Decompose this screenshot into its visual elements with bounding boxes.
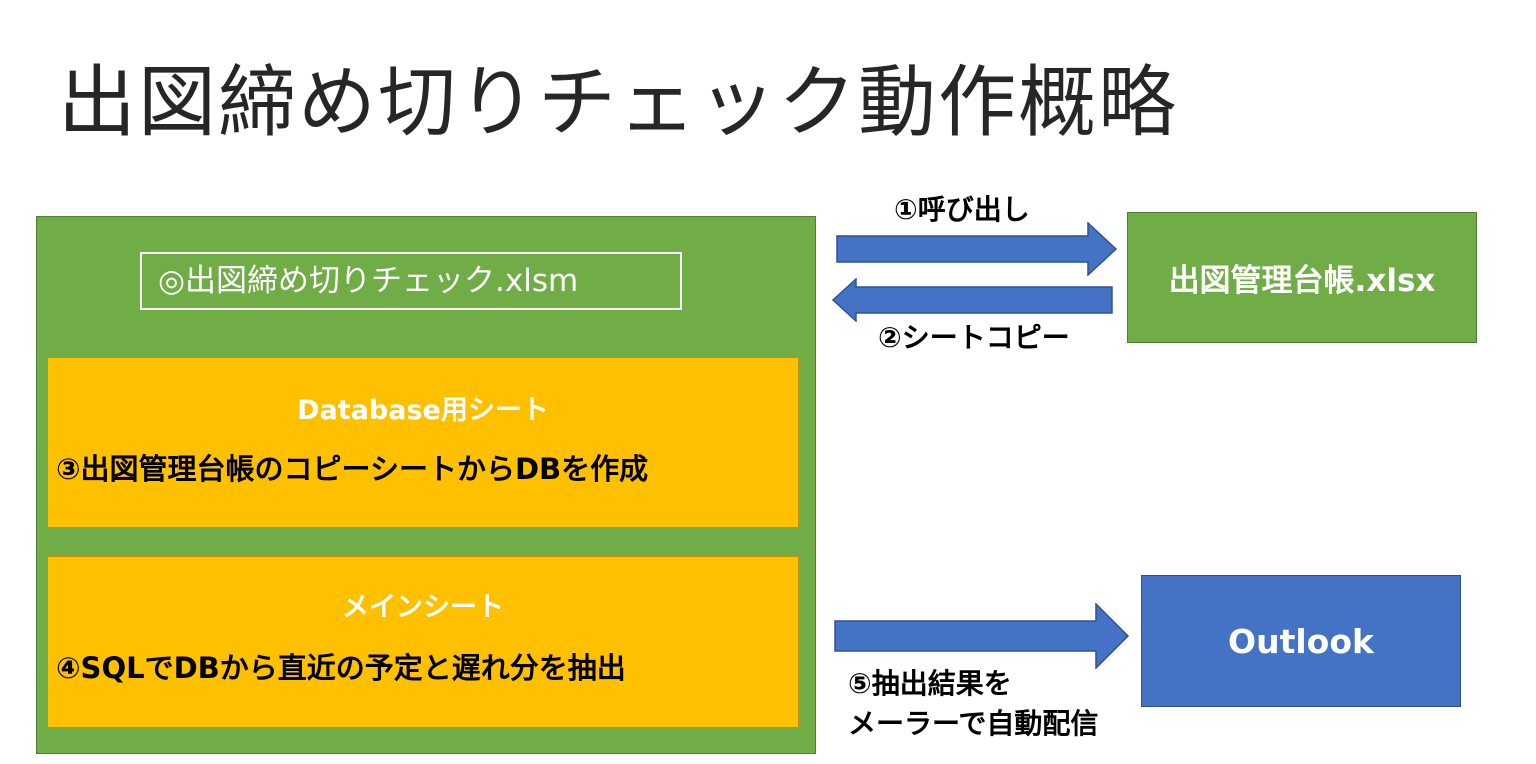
outlook-label: Outlook [1228,621,1374,661]
send-flow-label-line1: ⑤抽出結果を [848,667,1012,700]
main-sheet-box: メインシート ④SQLでDBから直近の予定と遅れ分を抽出 [47,556,799,728]
ledger-file-label: 出図管理台帳.xlsx [1168,263,1436,299]
copy-flow-label: ②シートコピー [878,321,1070,354]
database-sheet-description: ③出図管理台帳のコピーシートからDBを作成 [56,452,649,486]
send-flow-label: ⑤抽出結果を メーラーで自動配信 [848,664,1098,744]
call-arrow [836,222,1118,276]
send-arrow [834,603,1130,669]
outlook-box: Outlook [1141,575,1461,707]
database-sheet-title: Database用シート [297,395,549,426]
copy-arrow [832,278,1113,322]
main-sheet-description: ④SQLでDBから直近の予定と遅れ分を抽出 [56,651,626,685]
workbook-file-label: ◎出図締め切りチェック.xlsm [140,252,682,310]
send-flow-label-line2: メーラーで自動配信 [848,707,1099,740]
ledger-file-box: 出図管理台帳.xlsx [1127,212,1477,343]
main-sheet-title: メインシート [342,592,504,623]
database-sheet-box: Database用シート ③出図管理台帳のコピーシートからDBを作成 [47,357,799,528]
call-flow-label: ①呼び出し [894,193,1030,226]
page-title: 出図締め切りチェック動作概略 [58,58,1179,148]
